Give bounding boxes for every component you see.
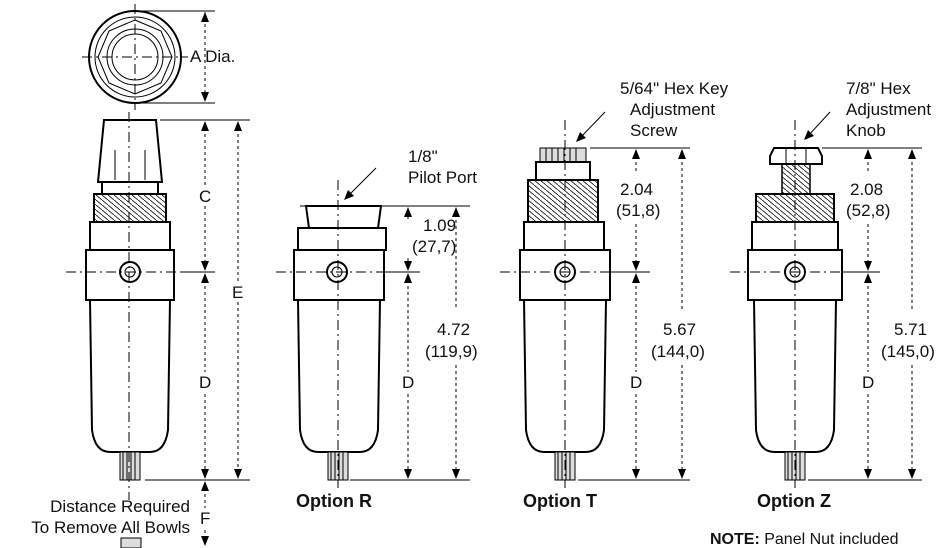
d-label: D: [199, 373, 211, 392]
r-dim-total-mm: (119,9): [425, 342, 478, 361]
option-r: 1/8" Pilot Port 1.09 (27,7) D 4.72 (119,…: [276, 147, 478, 511]
option-r-title: Option R: [296, 491, 372, 511]
f-label: F: [200, 509, 210, 528]
t-dim-total-in: 5.67: [663, 320, 696, 339]
r-dim-top-in: 1.09: [423, 216, 456, 235]
main-unit: C D E F Distance Required To Remove All …: [31, 112, 250, 548]
t-dim-total-mm: (144,0): [651, 342, 705, 361]
c-label: C: [199, 187, 211, 206]
option-z: 7/8" Hex Adjustment Knob 2.08 (52,8) D 5…: [730, 79, 935, 511]
t-callout-line3: Screw: [630, 121, 678, 140]
z-dim-total-in: 5.71: [894, 320, 927, 339]
remove-bowl-line2: To Remove All Bowls: [31, 518, 190, 537]
z-callout-line3: Knob: [846, 121, 886, 140]
t-callout-line2: Adjustment: [630, 100, 715, 119]
a-dia-label: A Dia.: [190, 47, 235, 66]
z-callout-line2: Adjustment: [846, 100, 931, 119]
r-callout-line2: Pilot Port: [408, 168, 477, 187]
top-view: A Dia.: [82, 4, 235, 110]
z-callout-line1: 7/8" Hex: [846, 79, 911, 98]
note-prefix: NOTE:: [710, 531, 760, 548]
t-callout-line1: 5/64" Hex Key: [620, 79, 729, 98]
t-d-label: D: [630, 373, 642, 392]
r-dim-total-in: 4.72: [437, 320, 470, 339]
remove-bowl-line1: Distance Required: [50, 497, 190, 516]
e-label: E: [232, 283, 243, 302]
z-dim-top-mm: (52,8): [846, 201, 890, 220]
z-dim-total-mm: (145,0): [881, 342, 935, 361]
option-t-title: Option T: [523, 491, 597, 511]
r-d-label: D: [402, 373, 414, 392]
t-dim-top-mm: (51,8): [616, 201, 660, 220]
t-dim-top-in: 2.04: [620, 180, 653, 199]
z-dim-top-in: 2.08: [850, 180, 883, 199]
r-callout-line1: 1/8": [408, 147, 438, 166]
panel-nut-note: NOTE: Panel Nut included: [710, 531, 899, 548]
note-text: Panel Nut included: [760, 531, 899, 548]
option-t: 5/64" Hex Key Adjustment Screw 2.04 (51,…: [500, 79, 729, 511]
option-z-title: Option Z: [757, 491, 831, 511]
z-d-label: D: [862, 373, 874, 392]
r-dim-top-mm: (27,7): [412, 237, 456, 256]
